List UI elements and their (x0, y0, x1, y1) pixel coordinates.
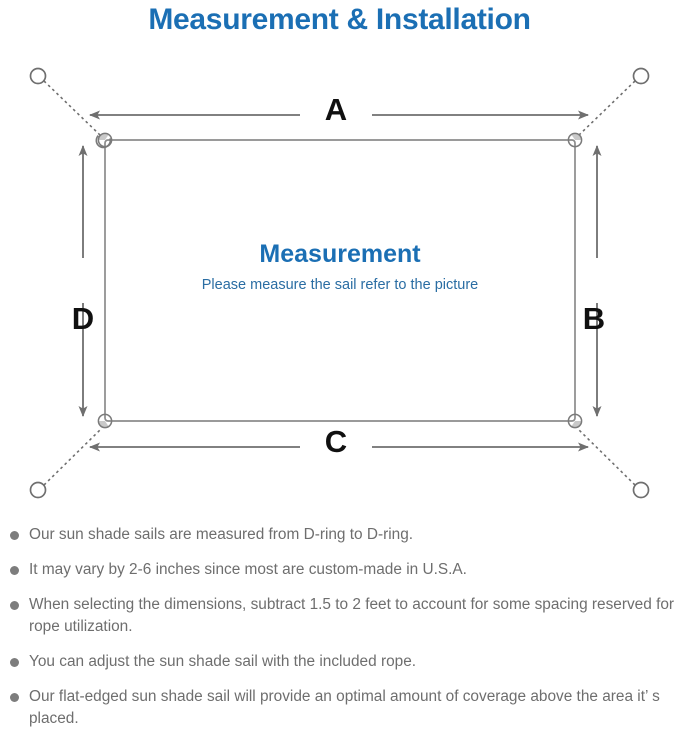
list-item-text: It may vary by 2-6 inches since most are… (29, 561, 467, 578)
list-item: It may vary by 2-6 inches since most are… (0, 559, 679, 581)
page-title: Measurement & Installation (148, 3, 531, 36)
rope-line-bottom-right (577, 428, 636, 486)
rope-line-top-left (43, 80, 102, 137)
rope-line-bottom-left (43, 428, 102, 486)
bullet-icon (10, 658, 19, 667)
bullet-icon (10, 693, 19, 702)
notes-list: Our sun shade sails are measured from D-… (0, 524, 679, 743)
sail-rectangle (104, 139, 576, 422)
rope-lines (43, 80, 636, 486)
list-item-text: You can adjust the sun shade sail with t… (29, 653, 417, 670)
d-ring-bottom-left (97, 413, 113, 429)
measurement-diagram: A B C D Measurement Please measure the s… (0, 48, 679, 518)
d-ring-top-left (95, 132, 113, 149)
list-item-text: When selecting the dimensions, subtract … (29, 596, 675, 635)
list-item-text: Our flat-edged sun shade sail will provi… (29, 688, 660, 727)
d-ring-bottom-right (567, 413, 583, 429)
dimension-label-d: D (71, 301, 95, 336)
list-item: Our flat-edged sun shade sail will provi… (0, 686, 679, 730)
rope-line-top-right (577, 80, 636, 137)
bullet-icon (10, 566, 19, 575)
dimension-label-b: B (582, 301, 606, 336)
anchor-circle-top-right (632, 67, 650, 85)
list-item: Our sun shade sails are measured from D-… (0, 524, 679, 546)
anchor-circle-bottom-right (632, 481, 650, 499)
bullet-icon (10, 601, 19, 610)
anchor-circle-bottom-left (29, 481, 47, 499)
d-rings (95, 132, 583, 429)
d-ring-top-right (567, 132, 583, 148)
measurement-heading: Measurement (259, 240, 421, 268)
list-item-text: Our sun shade sails are measured from D-… (29, 526, 414, 543)
measurement-caption: Measurement Please measure the sail refe… (105, 238, 575, 295)
bullet-icon (10, 531, 19, 540)
anchor-circle-top-left (29, 67, 47, 85)
diagram-svg (29, 67, 650, 499)
dimension-label-a: A (324, 92, 348, 127)
dimension-label-c: C (324, 424, 348, 459)
anchor-points (29, 67, 650, 499)
measurement-subtitle: Please measure the sail refer to the pic… (201, 277, 479, 293)
dimension-arrows (78, 110, 602, 452)
list-item: You can adjust the sun shade sail with t… (0, 651, 679, 673)
list-item: When selecting the dimensions, subtract … (0, 594, 679, 638)
